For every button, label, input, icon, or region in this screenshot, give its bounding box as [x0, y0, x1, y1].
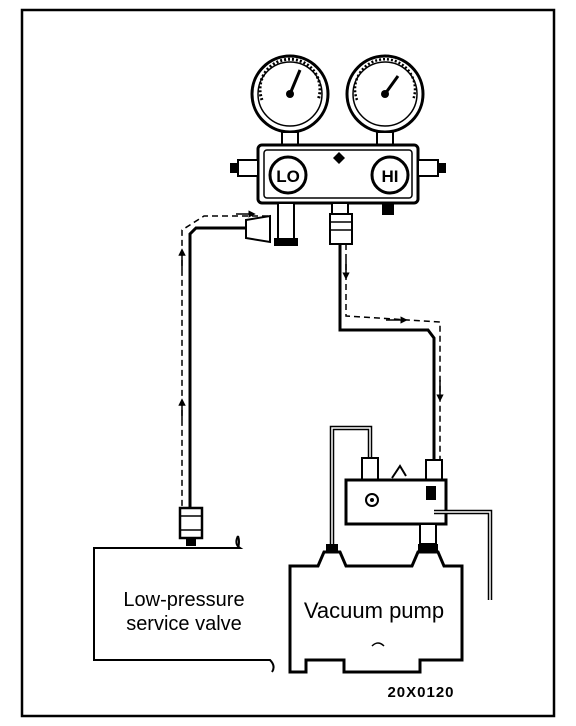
vacuum-pump: Vacuum pump — [288, 425, 493, 674]
service-valve-label-line1: Low-pressure — [123, 589, 244, 611]
high-pressure-gauge — [345, 54, 425, 147]
low-pressure-gauge — [250, 54, 330, 147]
vacuum-pump-label: Vacuum pump — [304, 598, 444, 623]
low-side-hose — [188, 226, 270, 515]
center-flow-path — [345, 214, 441, 470]
figure-frame — [20, 8, 556, 718]
lo-knob-label: LO — [276, 167, 300, 186]
service-valve-coupler — [178, 506, 204, 540]
service-valve-label-line2: service valve — [126, 613, 242, 635]
low-side-flow-path — [181, 215, 268, 512]
hi-knob-label: HI — [382, 167, 399, 186]
figure-code: 20X0120 — [387, 684, 454, 701]
center-hose — [338, 214, 436, 465]
service-valve-outline — [93, 535, 275, 673]
gauge-manifold: LO HI — [230, 143, 446, 246]
